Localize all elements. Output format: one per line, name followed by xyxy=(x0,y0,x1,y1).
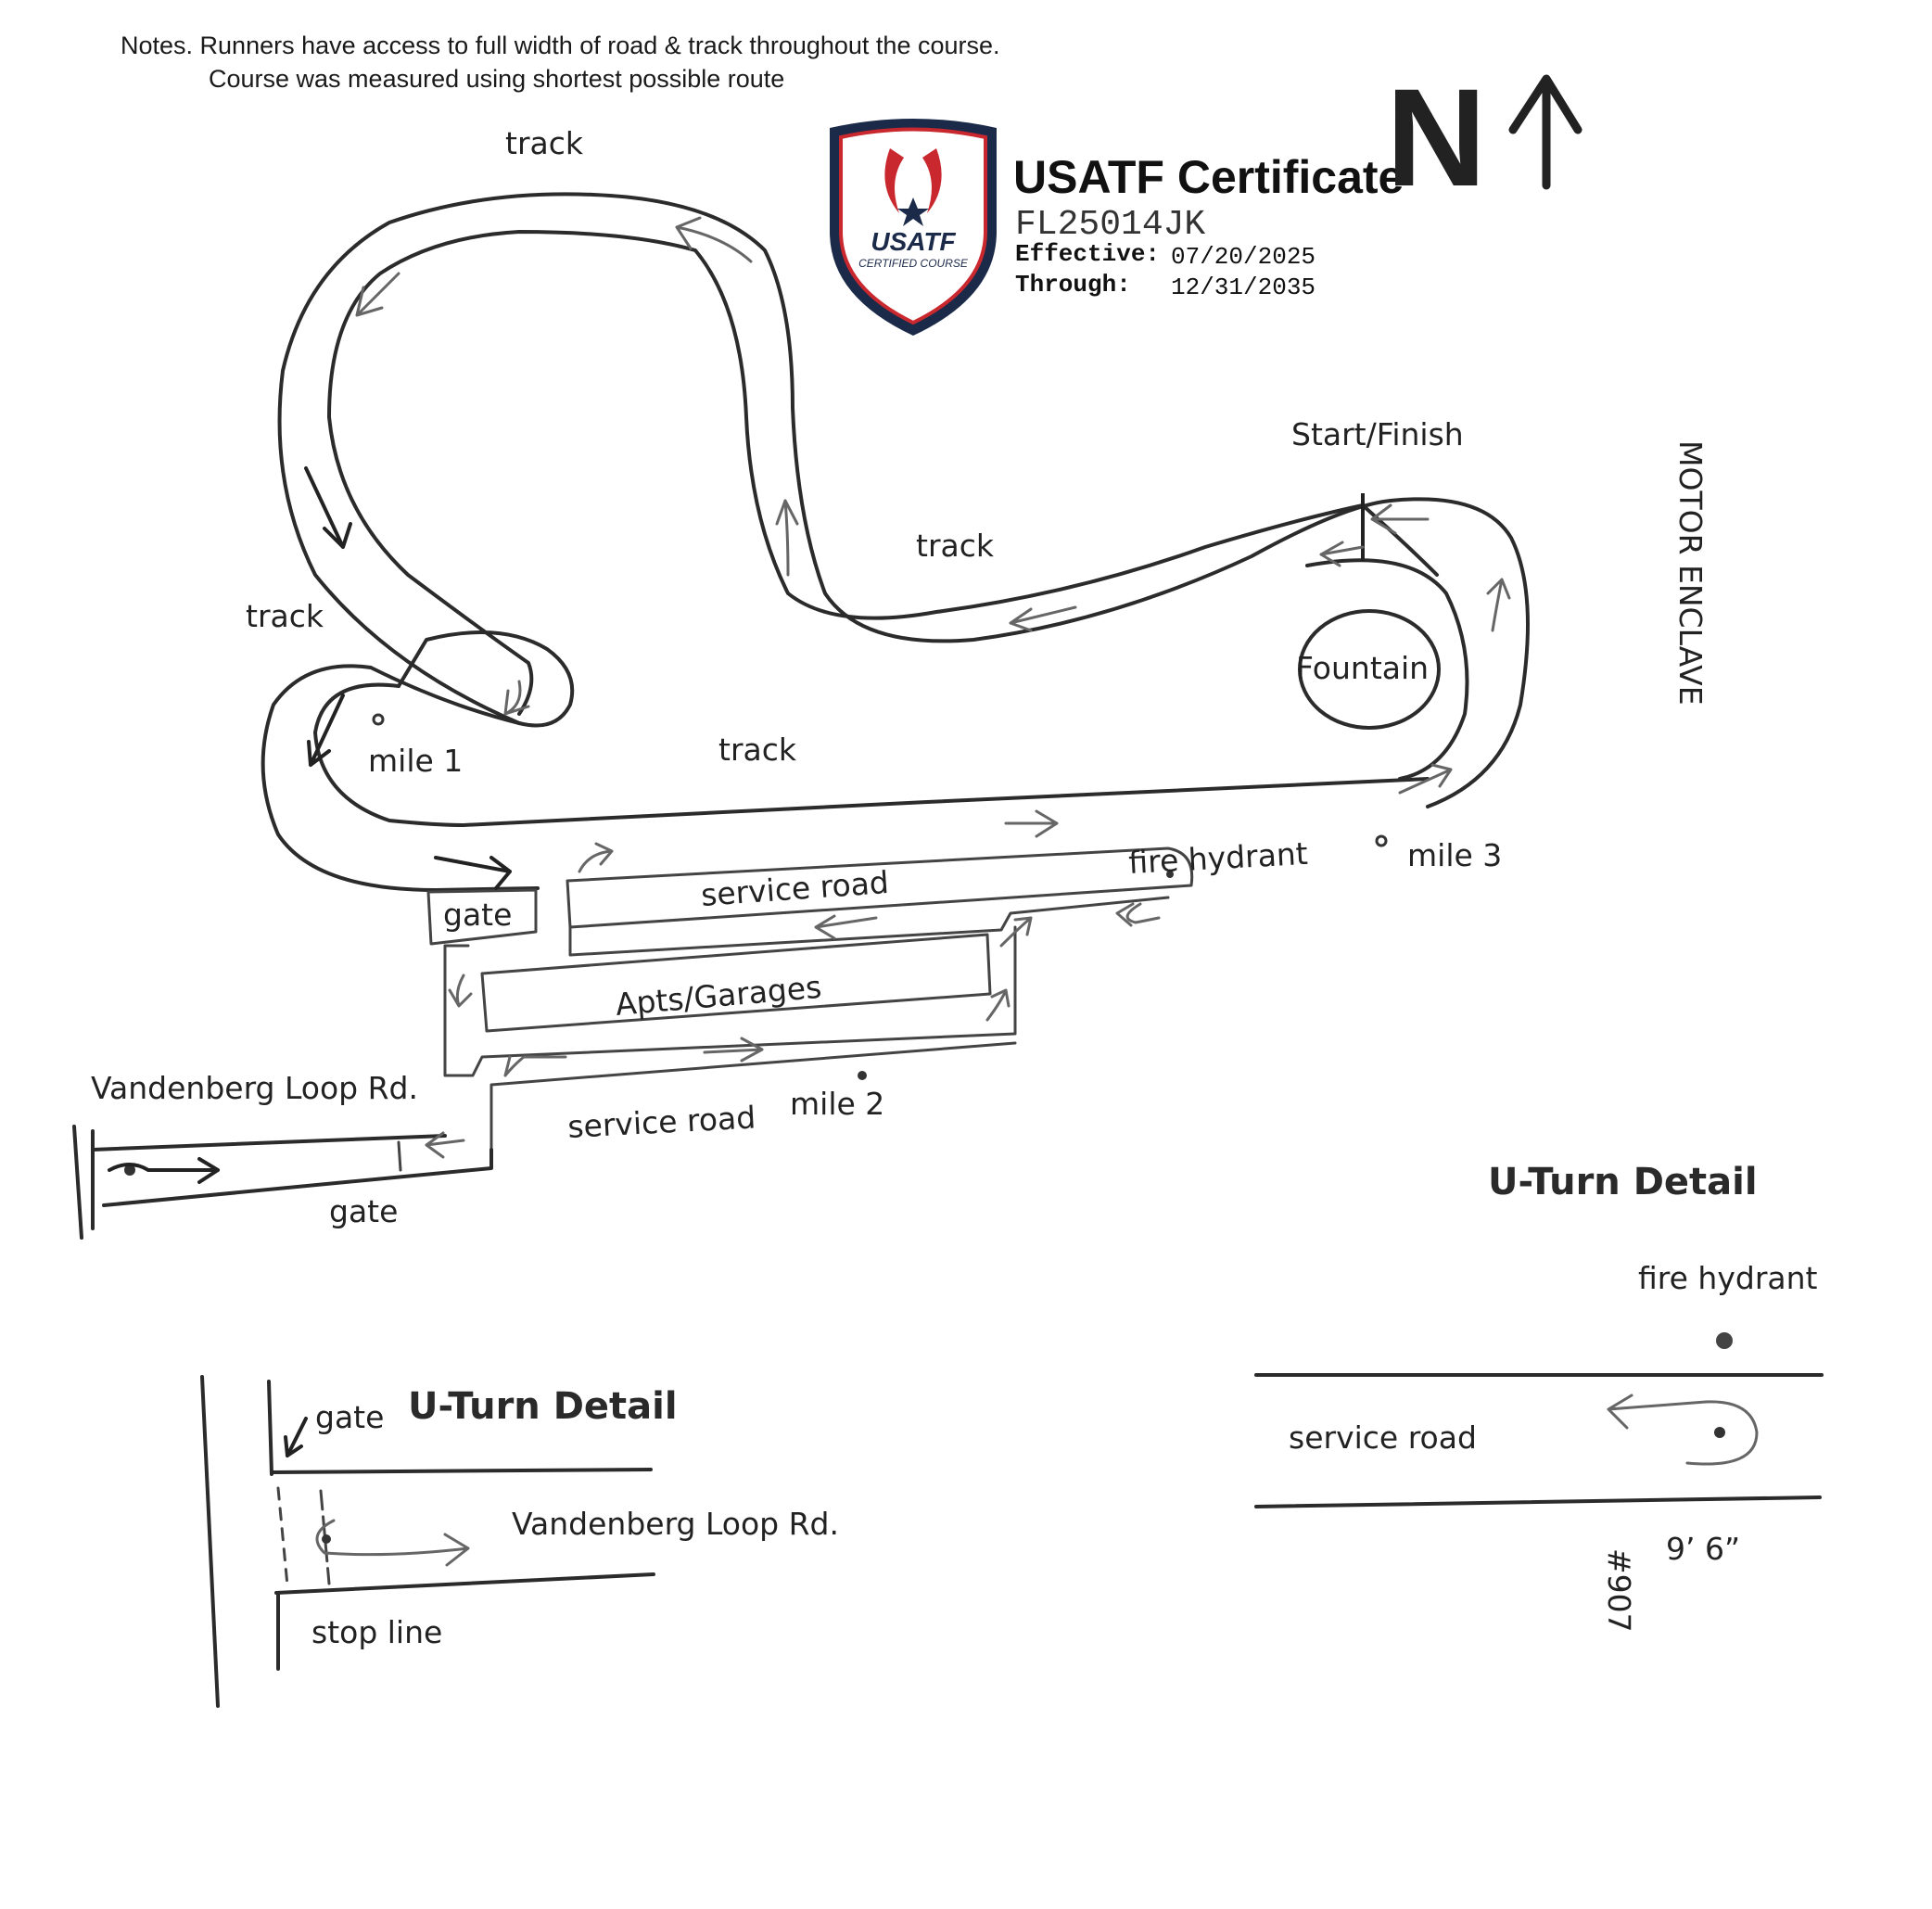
through-label: Through: xyxy=(1015,271,1131,299)
uturn-left-gate: gate xyxy=(315,1399,384,1435)
uturn-right-marker: #907 xyxy=(1601,1548,1637,1633)
track-label-top: track xyxy=(505,125,584,161)
service-road-bottom-label: service road xyxy=(566,1099,756,1145)
uturn-right-title: U-Turn Detail xyxy=(1488,1161,1758,1203)
effective-date: 07/20/2025 xyxy=(1171,243,1316,271)
through-date: 12/31/2035 xyxy=(1171,274,1316,301)
mile-2-label: mile 2 xyxy=(790,1086,884,1122)
north-arrow-icon xyxy=(1508,74,1582,190)
track-label-left: track xyxy=(246,598,324,634)
uturn-left-stop-line: stop line xyxy=(311,1614,442,1650)
uturn-detail-left: gate U-Turn Detail Vandenberg Loop Rd. s… xyxy=(200,1375,839,1708)
gate-bottom-label: gate xyxy=(329,1193,398,1229)
fire-hydrant-icon xyxy=(1716,1332,1733,1349)
north-letter: N xyxy=(1386,59,1486,215)
gate-top-label: gate xyxy=(443,897,512,933)
effective-label: Effective: xyxy=(1015,240,1160,268)
uturn-right-road: service road xyxy=(1289,1419,1477,1456)
certificate-id: FL25014JK xyxy=(1015,205,1205,245)
motor-enclave-label: MOTOR ENCLAVE xyxy=(1672,440,1709,706)
track-label-center: track xyxy=(916,528,995,564)
uturn-detail-right: U-Turn Detail fire hydrant service road … xyxy=(1254,1161,1824,1633)
mile-3-label: mile 3 xyxy=(1407,837,1502,873)
vandenberg-label: Vandenberg Loop Rd. xyxy=(91,1070,418,1106)
direction-arrows xyxy=(108,216,1511,1184)
track-label-middle: track xyxy=(718,732,797,768)
start-finish-label: Start/Finish xyxy=(1291,416,1464,452)
uturn-left-road: Vandenberg Loop Rd. xyxy=(512,1506,839,1542)
fountain-label: Fountain xyxy=(1296,650,1429,686)
certificate-title: USATF Certificate xyxy=(1013,151,1404,203)
badge-text: USATF xyxy=(871,227,956,256)
notes-line-2: Course was measured using shortest possi… xyxy=(209,65,784,93)
badge-subtext: CERTIFIED COURSE xyxy=(858,257,969,270)
fire-hydrant-label: fire hydrant xyxy=(1127,835,1308,881)
usatf-badge-icon: USATF CERTIFIED COURSE xyxy=(830,119,997,336)
course-route: Fountain xyxy=(72,192,1530,1240)
uturn-right-fire-hydrant: fire hydrant xyxy=(1638,1260,1818,1296)
mile-1-label: mile 1 xyxy=(368,743,463,779)
uturn-left-title: U-Turn Detail xyxy=(408,1385,678,1428)
notes-line-1: Notes. Runners have access to full width… xyxy=(121,32,1000,59)
uturn-right-distance: 9’ 6” xyxy=(1666,1531,1740,1567)
